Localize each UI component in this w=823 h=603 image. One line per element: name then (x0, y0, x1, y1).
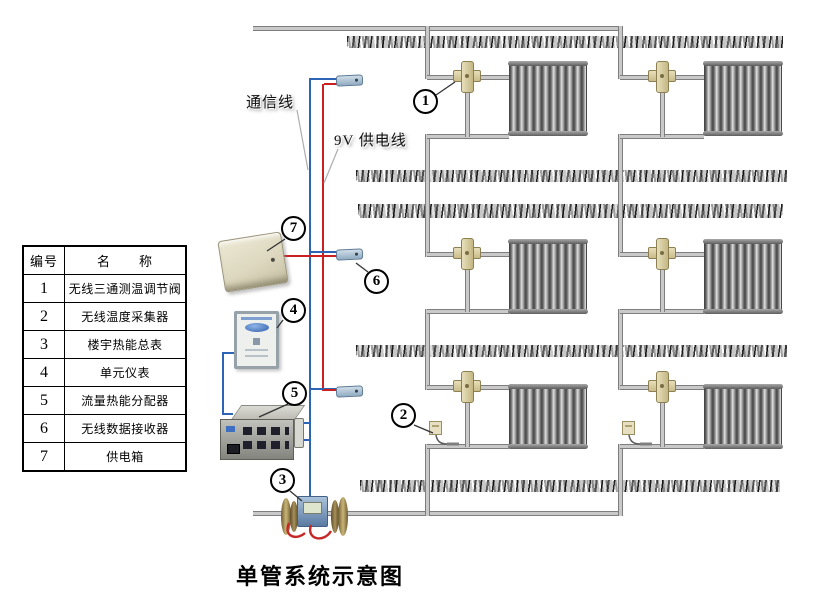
radiator-icon (508, 239, 588, 314)
wireless-receiver-icon (335, 74, 364, 87)
riser-right (618, 26, 623, 79)
unit-meter-panel-icon (234, 311, 279, 369)
comm-wire-unitmeter (222, 413, 233, 415)
legend-no: 3 (24, 331, 65, 358)
power-supply-box-icon (217, 231, 289, 293)
callout-number: 5 (290, 385, 299, 401)
power-wire-vertical (322, 84, 324, 391)
legend-header-row: 编号 名 称 (24, 247, 185, 274)
power-wire-stub (324, 389, 338, 391)
three-way-valve-icon (453, 61, 481, 93)
wireless-receiver-icon (335, 385, 364, 398)
power-wire-from-powerbox (280, 255, 338, 257)
callout-2-temp-collector: 2 (391, 403, 416, 428)
callout-3-heat-meter: 3 (270, 468, 295, 493)
callout-number: 1 (421, 93, 430, 109)
callout-number: 6 (372, 273, 381, 289)
legend-name: 无线三通测温调节阀 (68, 282, 182, 296)
callout-5-distributor: 5 (282, 381, 307, 406)
callout-number: 7 (289, 220, 298, 236)
legend-table: 编号 名 称 1 无线三通测温调节阀 2 无线温度采集器 3 楼宇热能总表 4 … (22, 245, 187, 472)
callout-number: 4 (289, 302, 298, 318)
radiator-icon (508, 384, 588, 449)
legend-name: 楼宇热能总表 (87, 338, 163, 352)
callout-7-power-box: 7 (281, 216, 306, 241)
comm-wire-label: 通信线 (246, 95, 295, 111)
radiator-icon (508, 61, 588, 136)
valve-bypass-pipe (660, 256, 665, 312)
floor-slab (360, 480, 780, 492)
floor-slab (358, 204, 783, 218)
valve-bypass-pipe (465, 256, 470, 312)
legend-row: 4 单元仪表 (24, 358, 185, 386)
comm-wire-unitmeter (222, 352, 236, 354)
callout-number: 2 (399, 407, 408, 423)
legend-header-name: 名 称 (96, 254, 153, 269)
callout-number: 3 (278, 472, 287, 488)
heat-meter-icon (278, 492, 352, 544)
three-way-valve-icon (648, 238, 676, 270)
temperature-collector-icon (622, 421, 635, 435)
legend-no: 4 (24, 359, 65, 386)
valve-bypass-pipe (465, 389, 470, 447)
riser-right (618, 444, 623, 516)
callout-6-receiver: 6 (364, 269, 389, 294)
legend-row: 5 流量热能分配器 (24, 386, 185, 414)
legend-row: 7 供电箱 (24, 442, 185, 470)
floor-slab (356, 170, 787, 182)
comm-wire-stub (311, 78, 338, 80)
riser-left (425, 26, 430, 79)
callout-1-valve: 1 (413, 89, 438, 114)
riser-left (425, 309, 430, 390)
legend-name: 无线温度采集器 (81, 310, 169, 324)
power-wire-label: 9V 供电线 (334, 133, 407, 149)
comm-wire-unitmeter (222, 352, 224, 415)
legend-no: 1 (24, 275, 65, 302)
legend-no: 5 (24, 387, 65, 414)
three-way-valve-icon (453, 371, 481, 403)
valve-bypass-pipe (660, 389, 665, 447)
return-main-pipe (253, 511, 623, 516)
riser-left (425, 444, 430, 516)
radiator-icon (703, 239, 783, 314)
three-way-valve-icon (453, 238, 481, 270)
callout-4-unit-meter: 4 (281, 298, 306, 323)
legend-no: 6 (24, 415, 65, 442)
comm-wire-vertical (309, 78, 311, 501)
power-wire-stub (324, 83, 338, 85)
legend-row: 1 无线三通测温调节阀 (24, 274, 185, 302)
legend-row: 2 无线温度采集器 (24, 302, 185, 330)
legend-name: 供电箱 (106, 450, 144, 464)
three-way-valve-icon (648, 371, 676, 403)
wireless-receiver-icon (335, 248, 364, 261)
legend-header-no: 编号 (24, 247, 65, 274)
page-title: 单管系统示意图 (236, 564, 405, 589)
legend-row: 3 楼宇热能总表 (24, 330, 185, 358)
riser-right (618, 134, 623, 257)
three-way-valve-icon (648, 61, 676, 93)
radiator-icon (703, 384, 783, 449)
legend-name: 无线数据接收器 (81, 422, 169, 436)
valve-bypass-pipe (465, 79, 470, 137)
floor-slab (356, 345, 787, 357)
legend-no: 2 (24, 303, 65, 330)
legend-no: 7 (24, 443, 65, 470)
label-leader-lines (296, 109, 339, 184)
floor-slab (347, 36, 783, 48)
riser-right (618, 309, 623, 390)
radiator-icon (703, 61, 783, 136)
supply-main-pipe (253, 26, 623, 31)
riser-left (425, 134, 430, 257)
temperature-collector-icon (429, 421, 442, 435)
valve-bypass-pipe (660, 79, 665, 137)
flow-distributor-box-icon (216, 402, 310, 462)
legend-row: 6 无线数据接收器 (24, 414, 185, 442)
comm-wire-stub (311, 251, 338, 253)
legend-name: 流量热能分配器 (81, 394, 169, 408)
legend-name: 单元仪表 (99, 366, 150, 380)
